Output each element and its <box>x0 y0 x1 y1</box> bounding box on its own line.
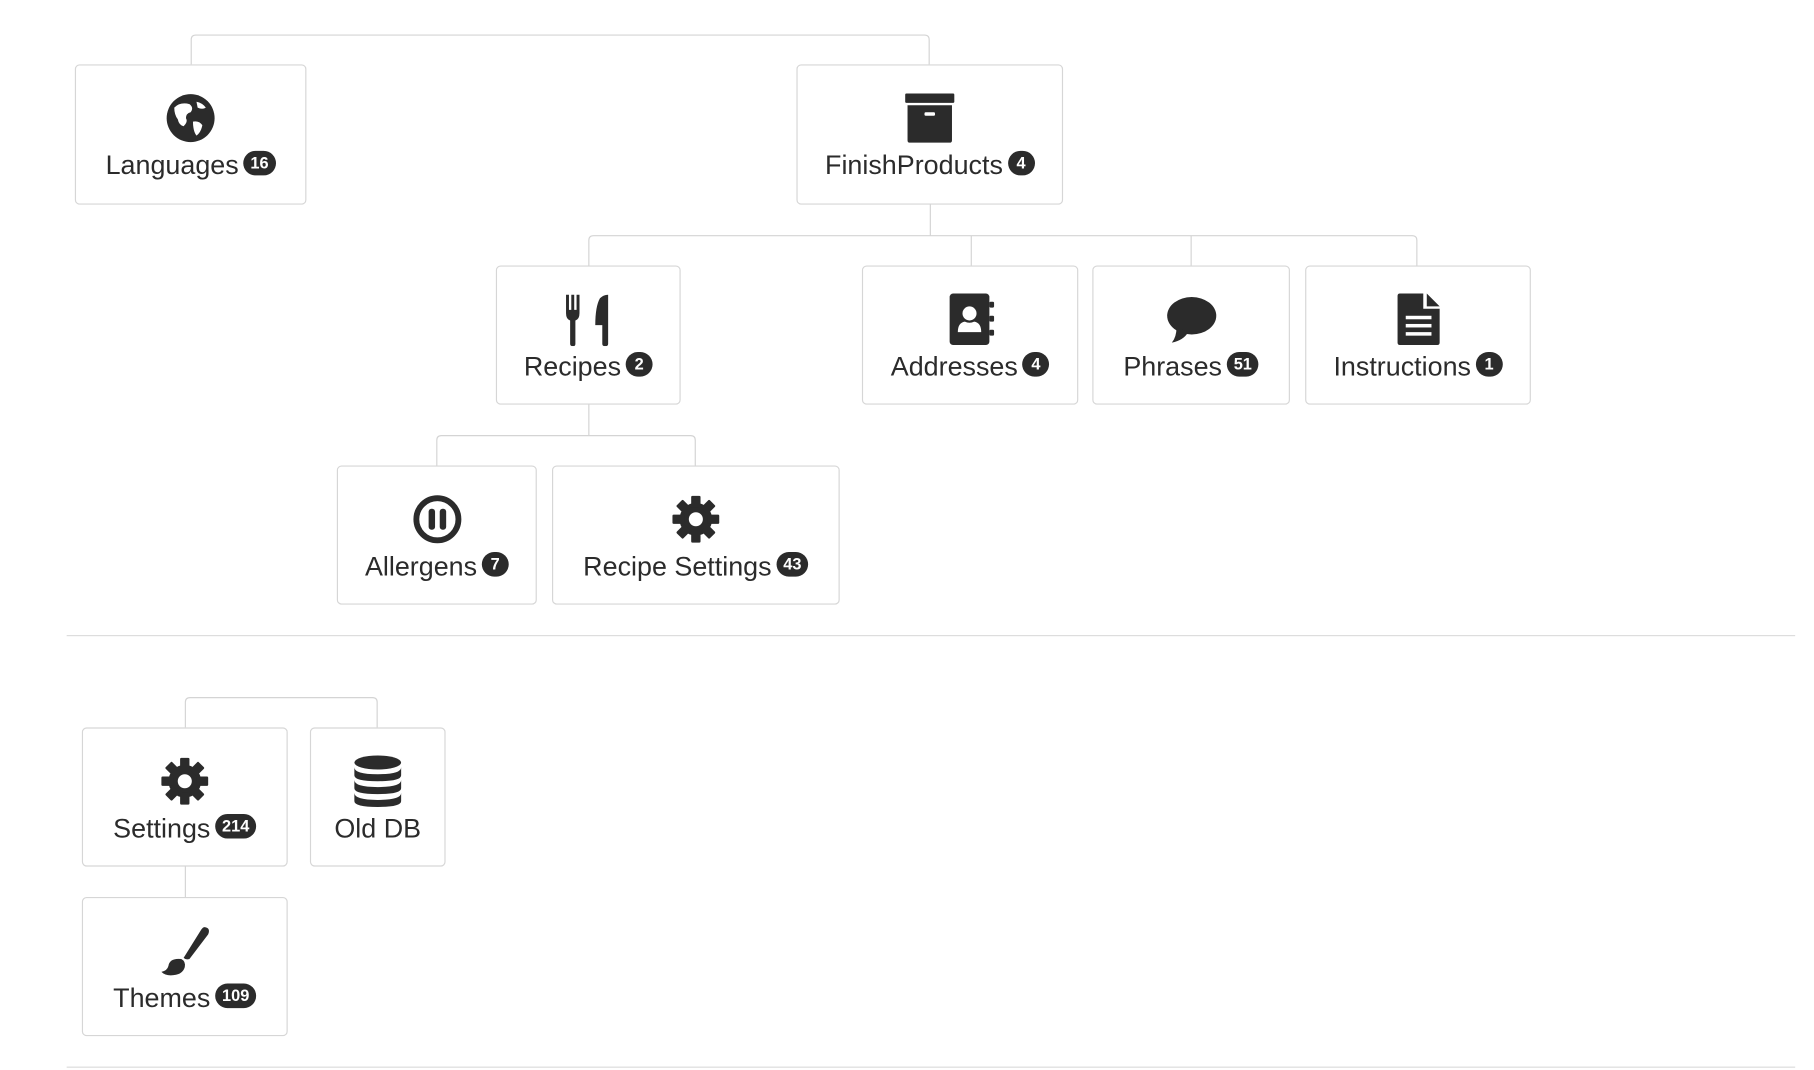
count-badge: 4 <box>1022 352 1050 378</box>
count-badge: 16 <box>243 151 276 176</box>
node-label: Instructions <box>1333 350 1471 382</box>
speech-bubble-icon <box>1164 292 1218 346</box>
count-badge: 7 <box>481 552 509 578</box>
node-label: Old DB <box>334 812 422 844</box>
node-label: Phrases <box>1123 350 1222 382</box>
node-label: Allergens <box>364 550 478 582</box>
archive-box-icon <box>903 91 957 145</box>
node-label: Recipe Settings <box>583 550 772 582</box>
count-badge: 214 <box>215 814 257 840</box>
node-label: Languages <box>105 149 239 181</box>
count-badge: 109 <box>215 984 257 1009</box>
globe-icon <box>164 91 218 145</box>
section-divider <box>66 635 1796 637</box>
count-badge: 2 <box>625 352 653 378</box>
gear-icon <box>669 492 723 546</box>
gear-icon <box>158 754 212 808</box>
address-book-icon <box>943 292 997 346</box>
paintbrush-icon <box>158 924 212 978</box>
section-divider <box>66 1066 1796 1068</box>
node-old-db[interactable]: Old DB <box>309 727 446 867</box>
node-label: Addresses <box>890 350 1018 382</box>
fork-knife-icon <box>561 292 615 347</box>
pause-circle-icon <box>410 492 464 546</box>
database-icon <box>351 754 405 808</box>
count-badge: 43 <box>776 552 809 578</box>
node-label: Themes <box>113 982 211 1013</box>
count-badge: 51 <box>1226 352 1259 378</box>
document-icon <box>1391 292 1445 346</box>
node-label: FinishProducts <box>825 149 1003 181</box>
count-badge: 4 <box>1007 151 1035 176</box>
count-badge: 1 <box>1475 352 1503 378</box>
node-label: Settings <box>113 812 211 844</box>
node-label: Recipes <box>523 350 622 382</box>
